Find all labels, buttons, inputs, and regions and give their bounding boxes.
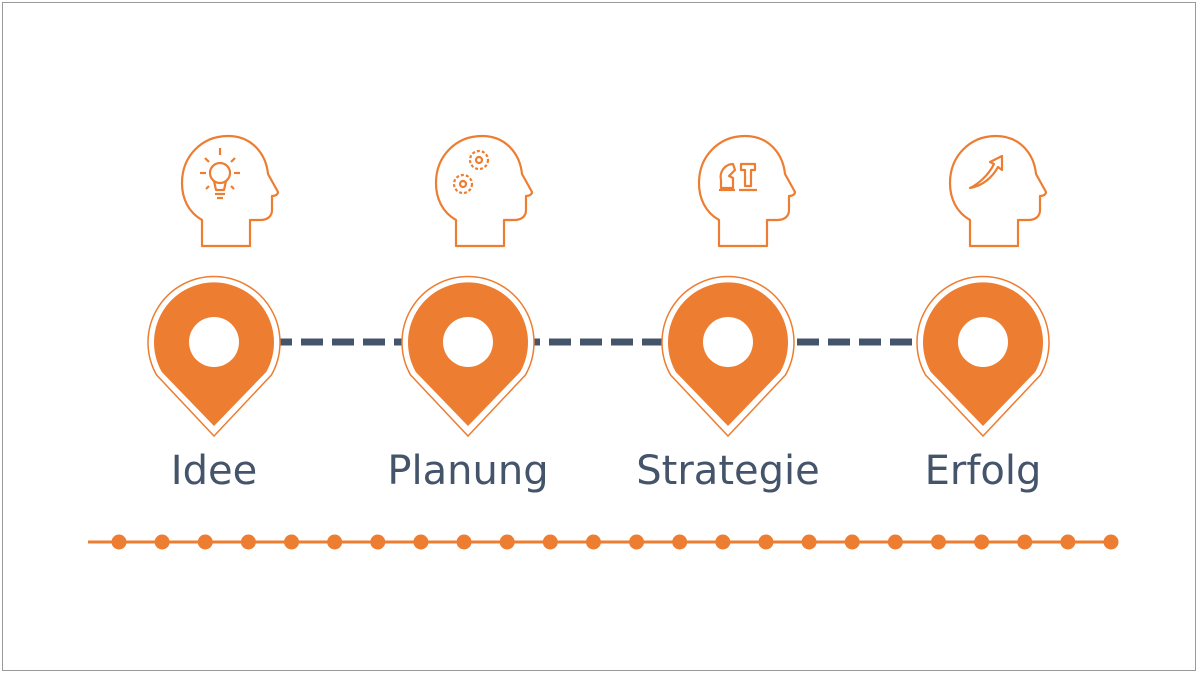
timeline-dot [284,534,300,550]
timeline-dot [542,534,558,550]
step-label-idee: Idee [170,448,258,494]
timeline-dot [629,534,645,550]
timeline-dot [844,534,860,550]
timeline-dot [1060,534,1076,550]
timeline-dot [456,534,472,550]
timeline-dot [413,534,429,550]
timeline-dot [111,534,127,550]
step-label-erfolg: Erfolg [924,448,1042,494]
timeline-dot [758,534,774,550]
timeline-dot [499,534,515,550]
timeline-dot [930,534,946,550]
location-pin-icon [401,275,535,438]
timeline-dot [585,534,601,550]
head-gears-icon [434,134,534,248]
step-label-planung: Planung [387,448,549,494]
location-pin-icon [661,275,795,438]
timeline-dot [715,534,731,550]
timeline-dot [801,534,817,550]
timeline-dot [327,534,343,550]
timeline-dot [974,534,990,550]
timeline-dot [1017,534,1033,550]
timeline-dot [197,534,213,550]
timeline-dot [672,534,688,550]
timeline-dot [370,534,386,550]
head-lightbulb-icon [180,134,280,248]
timeline-dot [1103,534,1119,550]
timeline-dot [154,534,170,550]
timeline-dot [240,534,256,550]
step-label-strategie: Strategie [636,448,820,494]
location-pin-icon [147,275,281,438]
timeline-dot [887,534,903,550]
location-pin-icon [916,275,1050,438]
head-chess-icon [697,134,797,248]
head-arrow-up-icon [948,134,1048,248]
